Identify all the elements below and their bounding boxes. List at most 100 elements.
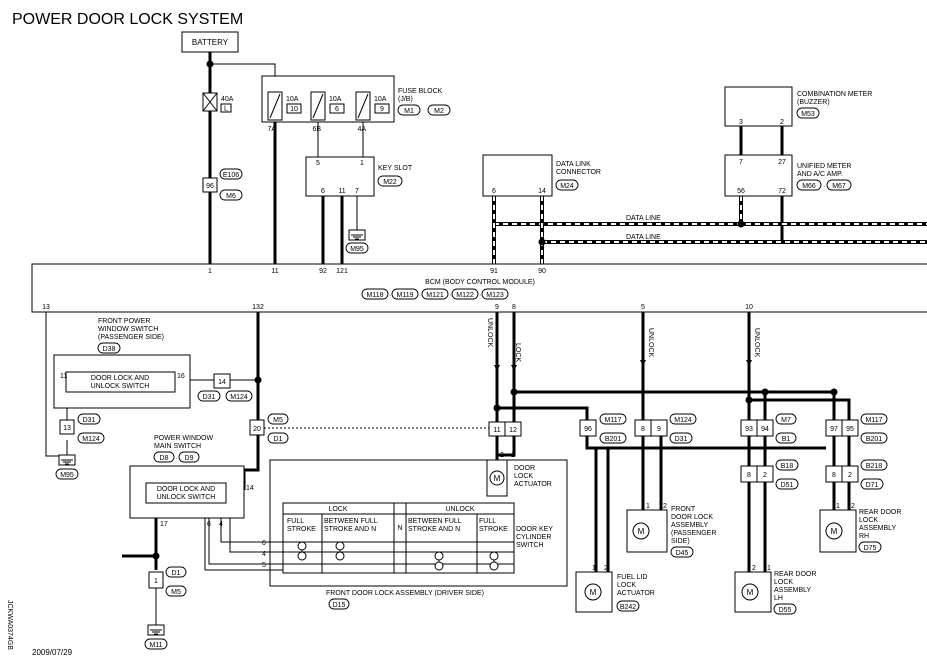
svg-text:97: 97 — [830, 426, 838, 433]
svg-text:2: 2 — [752, 565, 756, 572]
svg-text:DOOR KEY: DOOR KEY — [516, 526, 553, 533]
svg-text:6: 6 — [262, 540, 266, 547]
svg-text:BETWEEN FULL: BETWEEN FULL — [408, 518, 462, 525]
svg-text:14: 14 — [218, 379, 226, 386]
svg-text:9: 9 — [657, 426, 661, 433]
svg-text:LOCK: LOCK — [859, 517, 878, 524]
data-link-connector: 6 14 DATA LINK CONNECTOR M24 DATA LINE D… — [482, 154, 661, 241]
svg-text:1: 1 — [767, 565, 771, 572]
svg-text:RH: RH — [859, 533, 869, 540]
svg-text:CONNECTOR: CONNECTOR — [556, 169, 601, 176]
svg-text:8: 8 — [747, 472, 751, 479]
svg-text:D51: D51 — [781, 482, 794, 489]
svg-text:ACTUATOR: ACTUATOR — [617, 590, 655, 597]
joint-e106: 96 E106 M6 — [202, 168, 243, 201]
svg-text:B201: B201 — [605, 436, 621, 443]
joint-b218: 8 2 B218 D71 — [825, 459, 888, 490]
svg-text:17: 17 — [160, 521, 168, 528]
svg-text:M22: M22 — [383, 179, 397, 186]
svg-text:90: 90 — [538, 268, 546, 275]
svg-text:11: 11 — [493, 427, 500, 434]
joint-8-9: 8 9 M124 D31 — [634, 413, 697, 444]
svg-text:·: · — [449, 292, 451, 299]
unified-meter: 7 27 56 72 UNIFIED METER AND A/C AMP. M6… — [724, 154, 851, 197]
svg-text:DOOR LOCK: DOOR LOCK — [671, 514, 713, 521]
svg-text:2: 2 — [780, 119, 784, 126]
svg-text:CYLINDER: CYLINDER — [516, 534, 551, 541]
svg-text:M: M — [747, 588, 754, 597]
svg-text:·: · — [389, 292, 391, 299]
svg-text:1: 1 — [646, 503, 650, 510]
svg-text:92: 92 — [319, 268, 327, 275]
svg-text:REAR DOOR: REAR DOOR — [774, 571, 816, 578]
svg-text:D71: D71 — [866, 482, 879, 489]
svg-text:N: N — [397, 525, 402, 532]
revision-date: 2009/07/29 — [32, 648, 73, 657]
joint-b18: 8 2 B18 D51 — [740, 459, 799, 490]
front-power-window-switch-passenger: FRONT POWER WINDOW SWITCH (PASSENGER SID… — [53, 318, 191, 409]
svg-text:UNLOCK SWITCH: UNLOCK SWITCH — [157, 494, 216, 501]
svg-text:LOCK: LOCK — [514, 473, 533, 480]
svg-text:2: 2 — [500, 452, 504, 459]
svg-text:2: 2 — [851, 503, 855, 510]
svg-text:D31: D31 — [203, 394, 216, 401]
svg-text:8: 8 — [832, 472, 836, 479]
svg-text:SWITCH: SWITCH — [516, 542, 544, 549]
svg-text:10A: 10A — [286, 96, 299, 103]
svg-text:UNLOCK: UNLOCK — [486, 318, 493, 348]
svg-text:B242: B242 — [620, 604, 636, 611]
bcm: 1 11 92 121 91 90 BCM (BODY CONTROL MODU… — [31, 263, 927, 313]
svg-text:2: 2 — [848, 472, 852, 479]
svg-text:LOCK: LOCK — [328, 506, 347, 513]
front-door-lock-assembly-passenger: M 1 2 FRONT DOOR LOCK ASSEMBLY (PASSENGE… — [626, 503, 716, 558]
svg-text:M122: M122 — [456, 292, 474, 299]
svg-text:M121: M121 — [426, 292, 444, 299]
svg-text:M: M — [494, 474, 501, 483]
svg-text:M: M — [831, 527, 838, 536]
ground-m95: M95 — [345, 229, 369, 254]
svg-text:96: 96 — [206, 183, 214, 190]
svg-text:·: · — [175, 455, 177, 462]
svg-text:BCM (BODY CONTROL MODULE): BCM (BODY CONTROL MODULE) — [425, 279, 535, 286]
svg-text:ASSEMBLY: ASSEMBLY — [859, 525, 897, 532]
svg-text:M5: M5 — [273, 417, 283, 424]
svg-text:M11: M11 — [149, 642, 162, 649]
svg-text:M124: M124 — [674, 417, 692, 424]
fusible-link-code: L — [224, 106, 228, 113]
svg-text:STROKE AND N: STROKE AND N — [408, 526, 460, 533]
svg-text:FULL: FULL — [479, 518, 496, 525]
svg-text:121: 121 — [336, 268, 348, 275]
svg-text:REAR DOOR: REAR DOOR — [859, 509, 901, 516]
front-door-lock-assembly-driver: LOCK UNLOCK N FULL STROKE BETWEEN FULL S… — [262, 452, 568, 610]
svg-text:(BUZZER): (BUZZER) — [797, 99, 830, 106]
svg-text:LOCK: LOCK — [617, 582, 636, 589]
svg-text:72: 72 — [778, 188, 786, 195]
svg-text:4: 4 — [219, 521, 223, 528]
svg-text:·: · — [823, 183, 825, 190]
fusible-link: 40A L — [202, 92, 234, 113]
svg-text:7: 7 — [355, 188, 359, 195]
svg-text:9: 9 — [380, 106, 384, 113]
svg-text:5: 5 — [262, 562, 266, 569]
svg-text:10: 10 — [745, 304, 753, 311]
svg-text:1: 1 — [836, 503, 840, 510]
svg-text:7A: 7A — [267, 126, 276, 133]
svg-text:4: 4 — [262, 551, 266, 558]
svg-text:M2: M2 — [434, 108, 444, 115]
svg-text:4A: 4A — [357, 126, 366, 133]
svg-text:DOOR LOCK AND: DOOR LOCK AND — [157, 486, 215, 493]
svg-text:(PASSENGER: (PASSENGER — [671, 530, 716, 537]
fuse-block: FUSE BLOCK (J/B) M1 M2 10A 10 7A 10A 6 6… — [261, 75, 451, 133]
svg-text:5: 5 — [316, 160, 320, 167]
svg-text:D75: D75 — [864, 545, 877, 552]
svg-text:DATA LINK: DATA LINK — [556, 161, 591, 168]
svg-text:M117: M117 — [866, 417, 883, 424]
svg-text:11: 11 — [271, 268, 278, 275]
svg-text:E106: E106 — [223, 172, 239, 179]
svg-text:B1: B1 — [782, 436, 791, 443]
battery-label: BATTERY — [192, 38, 229, 47]
svg-text:M: M — [590, 588, 597, 597]
svg-text:6: 6 — [335, 106, 339, 113]
svg-text:M118: M118 — [367, 292, 384, 299]
svg-text:UNLOCK: UNLOCK — [445, 506, 475, 513]
